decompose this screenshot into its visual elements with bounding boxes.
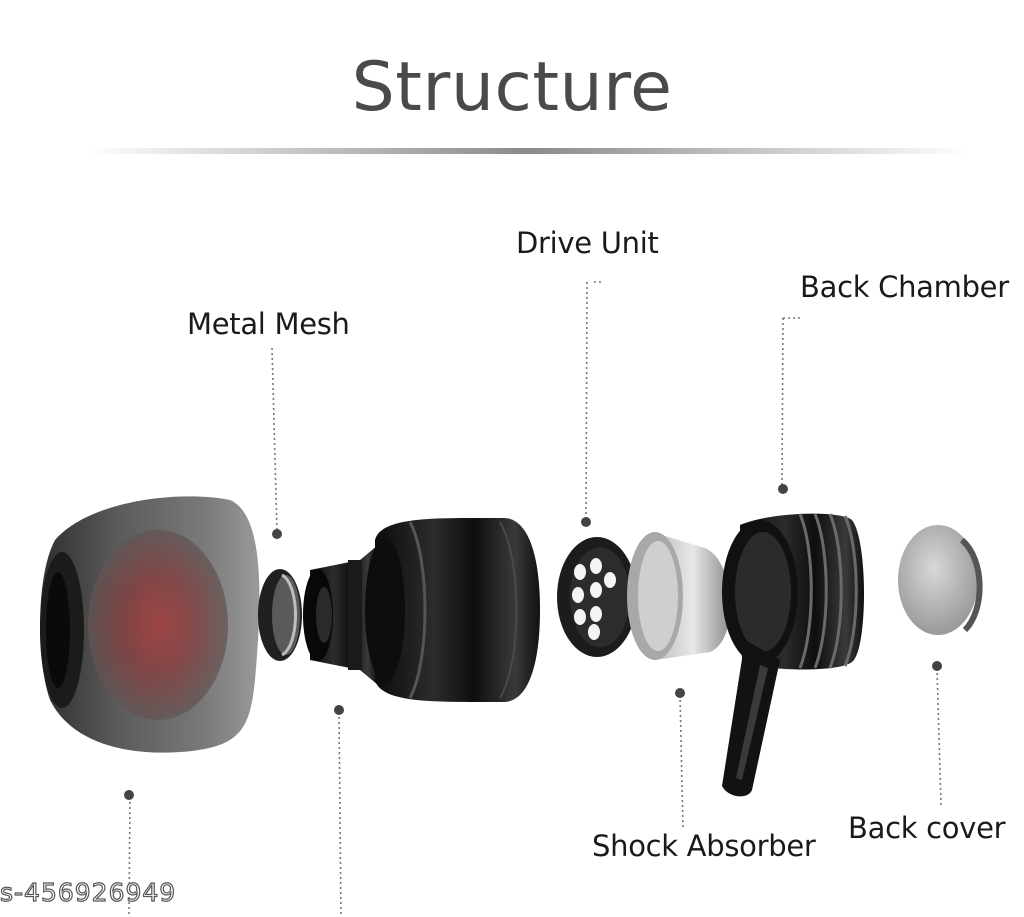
image-watermark: s-456926949 (0, 877, 177, 907)
back-cover-part (898, 525, 983, 635)
title-divider (85, 148, 970, 154)
front-cavity-part (303, 518, 540, 702)
back-chamber-part (722, 513, 864, 797)
leader-lines (128, 281, 942, 917)
leader-dot (124, 790, 134, 800)
ear-tip-part (40, 496, 260, 753)
diagram-title: Structure (351, 48, 673, 127)
drive-unit-part (557, 537, 637, 657)
metal-mesh-part (258, 569, 302, 661)
leader-dot (334, 705, 344, 715)
leader-dot (932, 661, 942, 671)
leader-dot (581, 517, 591, 527)
label-shock-absorber: Shock Absorber (592, 829, 816, 863)
label-drive-unit: Drive Unit (516, 226, 659, 260)
label-back-cover: Back cover (848, 811, 1006, 845)
label-back-chamber: Back Chamber (800, 270, 1009, 304)
leader-dot (272, 529, 282, 539)
shock-absorber-part (627, 532, 731, 660)
leader-dot (778, 484, 788, 494)
label-metal-mesh: Metal Mesh (187, 307, 350, 341)
leader-dot (675, 688, 685, 698)
